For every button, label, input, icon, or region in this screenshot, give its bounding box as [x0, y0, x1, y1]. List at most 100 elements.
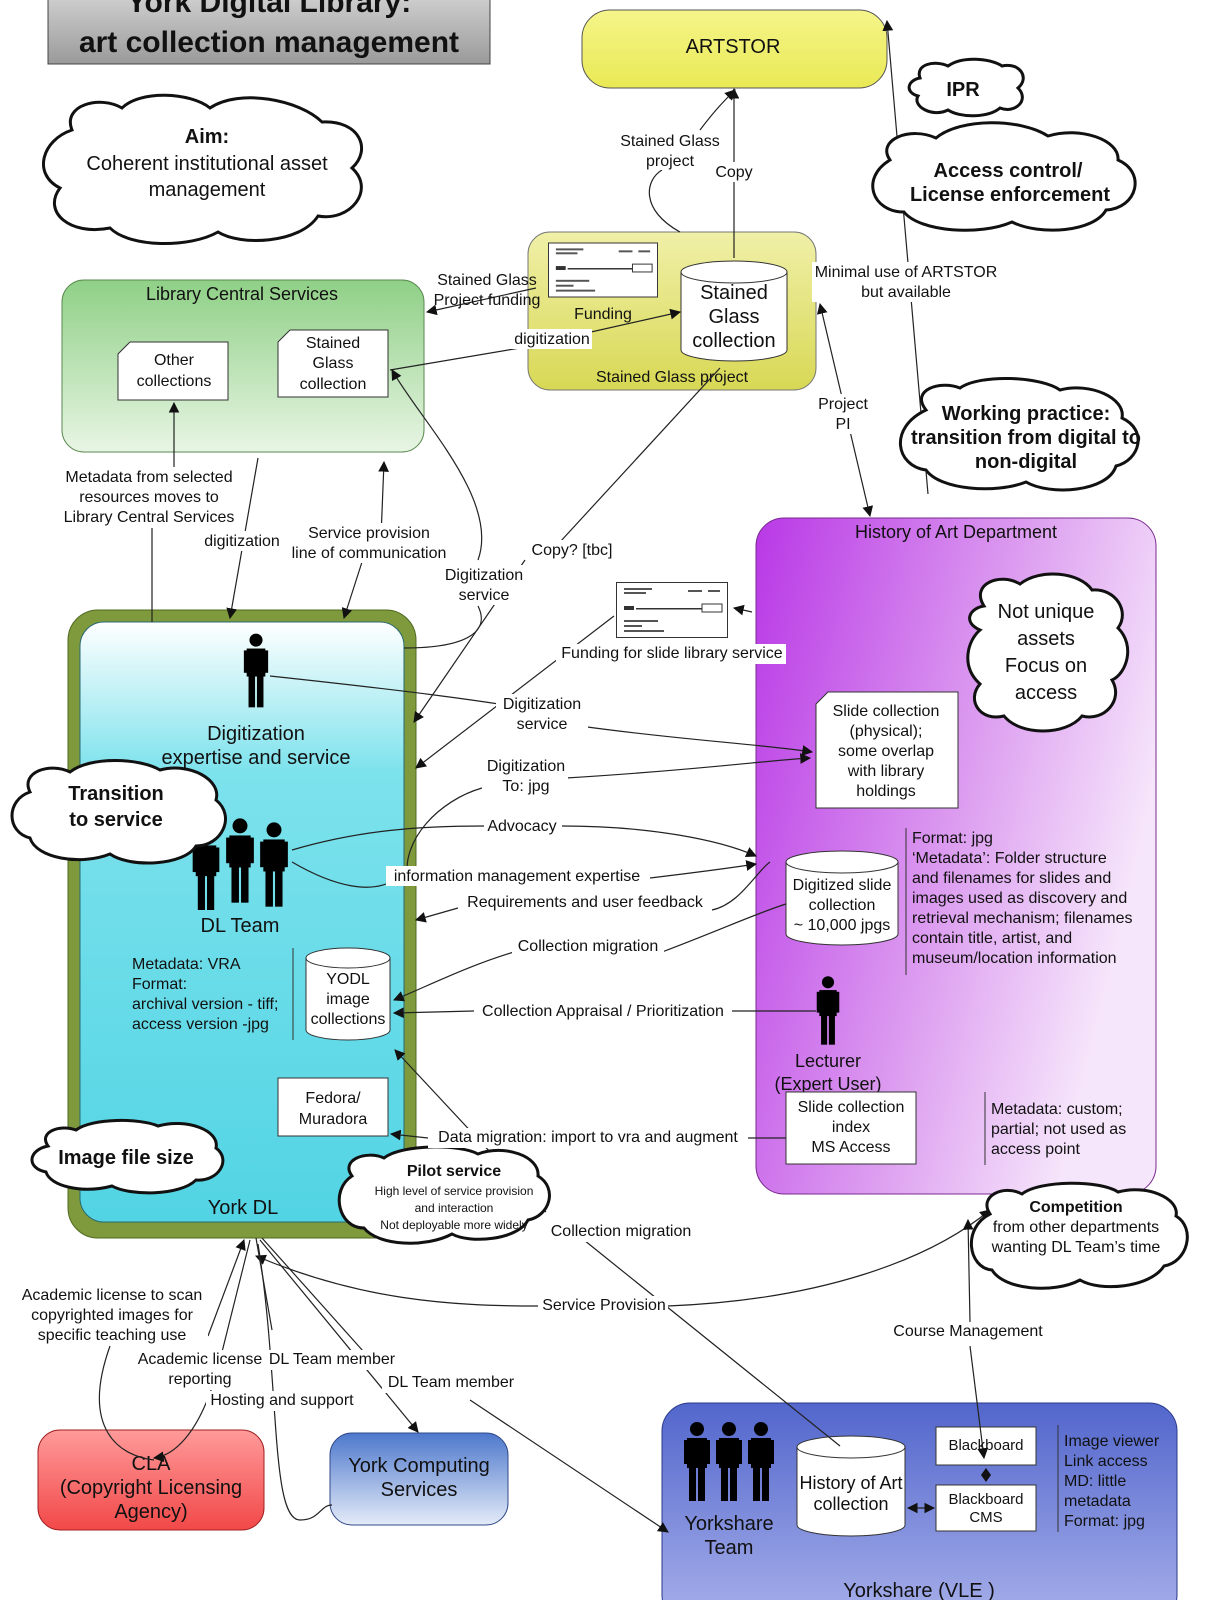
image-file-size-cloud: Image file size [30, 1118, 225, 1195]
edge-acadrep-l2: reporting [168, 1371, 231, 1388]
yorkshare-title: Yorkshare (VLE ) [843, 1580, 995, 1600]
hoa-format-l1: Format: jpg [912, 830, 993, 847]
edge-sgproj-l2: project [646, 153, 695, 170]
connectors [99, 19, 990, 1532]
yorkdl-digit-l1: Digitization [207, 723, 305, 745]
lcs-stained-l3: collection [300, 376, 367, 393]
edge-acadscan-l3: specific teaching use [38, 1327, 187, 1344]
slide-l3: some overlap [838, 743, 934, 760]
pilot-service-cloud: Pilot service High level of service prov… [337, 1145, 551, 1245]
edge-digjpg-l2: To: jpg [502, 778, 549, 795]
funding-cheque-icon [548, 242, 658, 298]
edge-digsvc-l1: Digitization [445, 567, 523, 584]
hoa-meta-l2: partial; not used as [991, 1121, 1126, 1138]
competition-cloud: Competition from other departments wanti… [970, 1181, 1189, 1290]
requirements-line [711, 861, 771, 911]
yodl-database-icon [305, 947, 391, 1041]
edge-minimal-l2: but available [861, 284, 951, 301]
edge-infomgmt: information management expertise [394, 868, 640, 885]
sgp-db-l3: collection [692, 330, 775, 352]
edge-metamove-l1: Metadata from selected [65, 469, 232, 486]
edge-fundslide: Funding for slide library service [561, 645, 783, 662]
pilot-cloud-l1: Pilot service [407, 1163, 501, 1180]
dl-team-member-to-yorkshare-arrow [261, 1237, 668, 1532]
edge-svcprov-l2: line of communication [292, 545, 447, 562]
funding-slide-arrow [732, 604, 753, 616]
other-collections-card [117, 341, 229, 401]
competition-cloud-l3: wanting DL Team’s time [991, 1239, 1161, 1256]
edge-dlmember2: DL Team member [388, 1374, 515, 1391]
ys-info-l3: MD: little [1064, 1473, 1126, 1490]
lcs-stained-l1: Stained [306, 335, 360, 352]
collection-migration-line [661, 903, 787, 953]
lecturer-l1: Lecturer [795, 1051, 861, 1071]
connector-labels: Stained Glass project Copy Stained Glass… [16, 132, 1050, 1411]
ys-info-l5: Format: jpg [1064, 1513, 1145, 1530]
fedora-l2: Muradora [299, 1111, 368, 1128]
ys-hoa-l2: collection [813, 1494, 888, 1514]
hoa-format-l7: museum/location information [912, 950, 1117, 967]
edge-req: Requirements and user feedback [467, 894, 704, 911]
edge-datamig: Data migration: import to vra and augmen… [438, 1129, 738, 1146]
pilot-cloud-l3: and interaction [415, 1201, 494, 1215]
other-collections-l2: collections [137, 373, 212, 390]
working-cloud-l1: Working practice: [942, 403, 1111, 425]
edge-digsvc-l2: service [459, 587, 510, 604]
yorkdl-meta-l4: access version -jpg [132, 1016, 269, 1033]
hoa-collection-database-icon [796, 1435, 906, 1537]
slide-index-box [785, 1091, 917, 1165]
edge-digsvc2-l1: Digitization [503, 696, 581, 713]
dl-team-member-to-ycs-arrow [259, 1239, 419, 1433]
york-computing-services-box: York Computing Services [329, 1432, 509, 1526]
sgp-title: Stained Glass project [596, 369, 749, 386]
yorkdl-title: York DL [208, 1197, 278, 1219]
access-cloud-l1: Access control/ [934, 160, 1083, 182]
collection-migration-arrow [393, 951, 515, 1002]
working-practice-cloud: Working practice: transition from digita… [898, 376, 1141, 492]
edge-acadscan-l1: Academic license to scan [22, 1287, 203, 1304]
bbcms-l2: CMS [969, 1509, 1002, 1526]
pilot-cloud-l2: High level of service provision [375, 1184, 534, 1198]
hoa-meta-l3: access point [991, 1141, 1080, 1158]
ys-info-l4: metadata [1064, 1493, 1131, 1510]
edge-minimal-l1: Minimal use of ARTSTOR [815, 264, 998, 281]
yorkdl-dlteam: DL Team [201, 915, 280, 937]
bbcms-l1: Blackboard [948, 1491, 1023, 1508]
ipr-cloud: IPR [907, 57, 1025, 118]
aim-cloud-l3: management [149, 179, 266, 201]
slide-collection-card [815, 691, 959, 809]
transition-cloud-l1: Transition [68, 783, 164, 805]
advocacy-arrow [291, 825, 756, 856]
index-l2: index [832, 1119, 870, 1136]
not-unique-cloud: Not unique assets Focus on access [966, 572, 1130, 733]
digitization-service-line-down [403, 605, 482, 649]
sgp-funding-label: Funding [574, 306, 632, 323]
ycs-l2: Services [381, 1479, 458, 1501]
access-control-cloud: Access control/ License enforcement [871, 121, 1137, 232]
other-collections-l1: Other [154, 352, 195, 369]
slide-l2: (physical); [850, 723, 923, 740]
yorkdl-meta-l1: Metadata: VRA [132, 956, 241, 973]
title-line2: art collection management [79, 26, 459, 59]
info-mgmt-arrow [291, 862, 756, 888]
artstor-box: ARTSTOR [581, 9, 888, 89]
yodl-l1: YODL [326, 971, 370, 988]
ycs-l1: York Computing [348, 1455, 490, 1477]
lcs-stained-glass-card [277, 329, 389, 398]
cla-l3: Agency) [114, 1501, 187, 1523]
bb-connector-diamond [981, 1468, 991, 1482]
edge-svcprov-l1: Service provision [308, 525, 430, 542]
edge-copytbc: Copy? [tbc] [532, 542, 613, 559]
aim-cloud: Aim: Coherent institutional asset manage… [41, 93, 364, 246]
notunique-l4: access [1015, 682, 1077, 704]
title-line1: York Digital Library: [127, 0, 412, 19]
edge-digitization2: digitization [204, 533, 280, 550]
hoa-format-l3: and filenames for slides and [912, 870, 1111, 887]
slide-l5: holdings [856, 783, 916, 800]
yorkdl-meta-l2: Format: [132, 976, 187, 993]
library-central-services-box: Library Central Services Other collectio… [61, 279, 425, 453]
appraisal-arrow [392, 1007, 475, 1019]
index-l3: MS Access [811, 1139, 890, 1156]
edge-metamove-l2: resources moves to [79, 489, 219, 506]
